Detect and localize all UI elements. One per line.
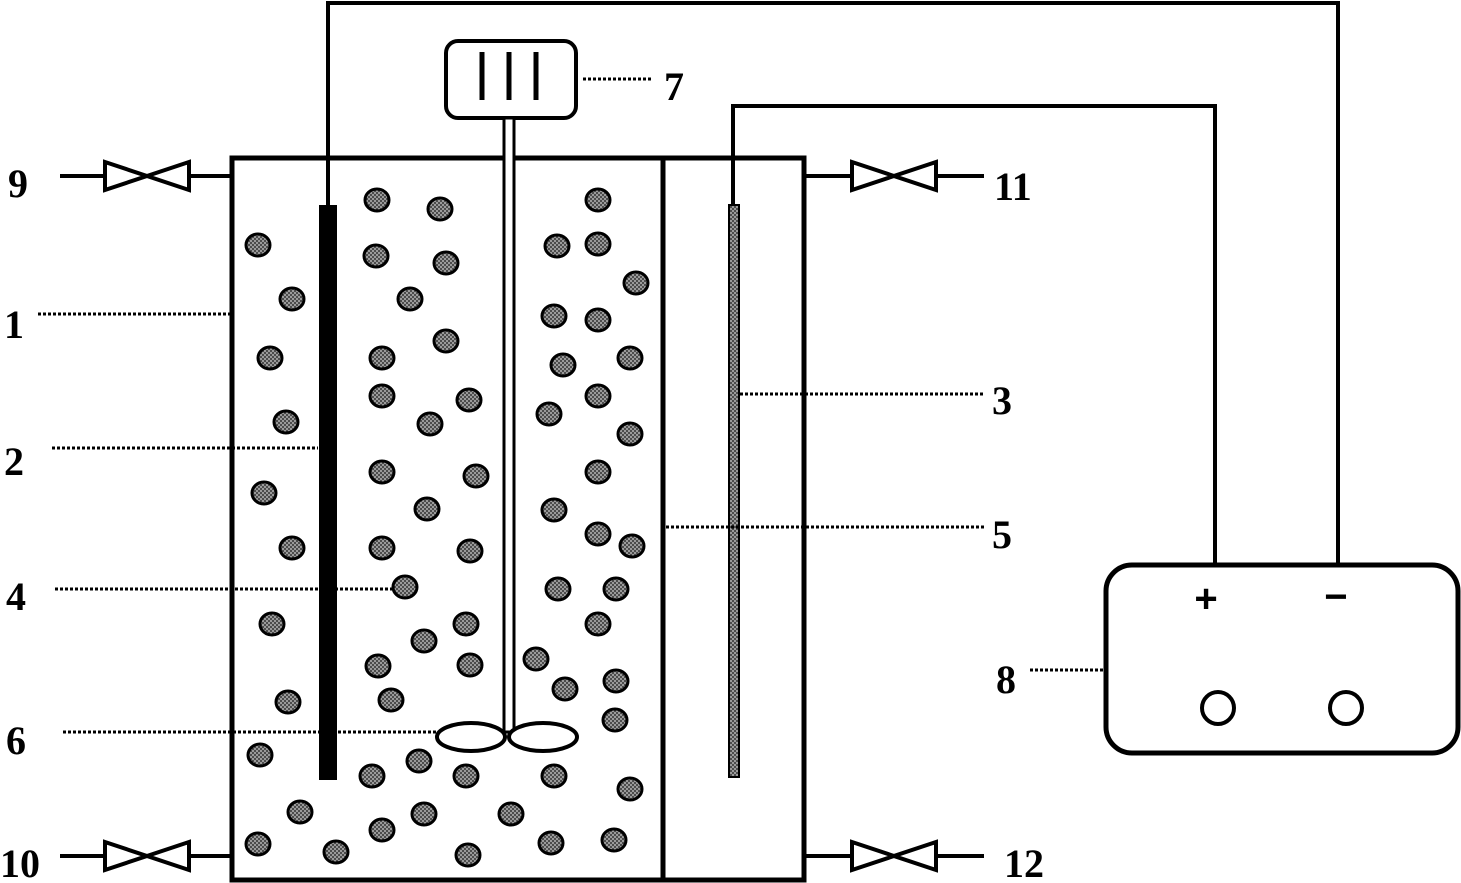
particle: [535, 401, 563, 427]
particle: [543, 233, 571, 259]
label-6: 6: [6, 718, 26, 763]
particle: [584, 307, 612, 333]
label-5: 5: [992, 512, 1012, 557]
particle: [368, 345, 396, 371]
particle: [544, 576, 572, 602]
label-2: 2: [4, 439, 24, 484]
particle: [584, 611, 612, 637]
cathode-rod: [728, 204, 740, 778]
particle: [618, 533, 646, 559]
particle: [368, 459, 396, 485]
stirrer-shaft: [502, 116, 516, 734]
power-knob-left: [1200, 690, 1236, 726]
label-1: 1: [4, 302, 24, 347]
particle: [549, 352, 577, 378]
particle: [616, 776, 644, 802]
particle: [540, 303, 568, 329]
power-knob-right: [1328, 690, 1364, 726]
label-11: 11: [994, 164, 1032, 209]
particle: [258, 611, 286, 637]
particle: [537, 830, 565, 856]
valve-outlet-bottom-right: [804, 839, 984, 873]
label-12: 12: [1004, 841, 1044, 883]
label-4: 4: [6, 574, 26, 619]
particle: [622, 270, 650, 296]
particle: [455, 387, 483, 413]
particle: [250, 480, 278, 506]
particle: [362, 243, 390, 269]
particle: [600, 827, 628, 853]
particle: [584, 187, 612, 213]
particle: [272, 409, 300, 435]
particle: [456, 538, 484, 564]
particle: [244, 831, 272, 857]
particle: [274, 689, 302, 715]
positive-terminal-label: +: [1194, 577, 1217, 621]
label-10: 10: [0, 841, 40, 883]
valve-inlet-top-right: [804, 159, 984, 193]
particle: [410, 628, 438, 654]
particle: [278, 535, 306, 561]
reactor-tank: [229, 155, 807, 883]
particle: [278, 286, 306, 312]
particle: [462, 463, 490, 489]
valve-outlet-bottom-left: [60, 839, 232, 873]
particle-group: [244, 187, 650, 868]
particle: [410, 801, 438, 827]
particle: [432, 250, 460, 276]
particle: [368, 383, 396, 409]
label-8: 8: [996, 657, 1016, 702]
label-3: 3: [992, 378, 1012, 423]
particle: [322, 839, 350, 865]
particle: [413, 496, 441, 522]
particle: [584, 521, 612, 547]
impeller-blade-left: [435, 721, 507, 753]
label-7: 7: [664, 64, 684, 109]
particle: [377, 687, 405, 713]
particle: [368, 535, 396, 561]
particle: [396, 286, 424, 312]
negative-terminal-label: −: [1324, 575, 1347, 619]
anode-plate: [319, 205, 337, 780]
particle: [540, 763, 568, 789]
particle: [602, 668, 630, 694]
particle: [540, 497, 568, 523]
particle: [364, 653, 392, 679]
particle: [616, 421, 644, 447]
particle: [601, 707, 629, 733]
particle: [244, 232, 272, 258]
label-9: 9: [8, 161, 28, 206]
particle: [456, 652, 484, 678]
particle: [454, 842, 482, 868]
particle: [391, 574, 419, 600]
valve-inlet-top-left: [60, 159, 232, 193]
particle: [358, 763, 386, 789]
impeller-blade-right: [507, 721, 579, 753]
particle: [551, 676, 579, 702]
particle: [363, 187, 391, 213]
particle: [368, 817, 396, 843]
particle: [584, 231, 612, 257]
power-supply: [1103, 562, 1461, 756]
particle: [602, 576, 630, 602]
particle: [584, 459, 612, 485]
particle: [246, 742, 274, 768]
particle: [426, 196, 454, 222]
particle: [452, 763, 480, 789]
particle: [256, 345, 284, 371]
particle: [405, 748, 433, 774]
particle: [432, 328, 460, 354]
particle: [416, 411, 444, 437]
particle: [616, 345, 644, 371]
particle: [522, 646, 550, 672]
particle: [497, 801, 525, 827]
particle: [584, 383, 612, 409]
particle: [452, 611, 480, 637]
anode-wire: [326, 1, 1340, 565]
particle: [286, 799, 314, 825]
